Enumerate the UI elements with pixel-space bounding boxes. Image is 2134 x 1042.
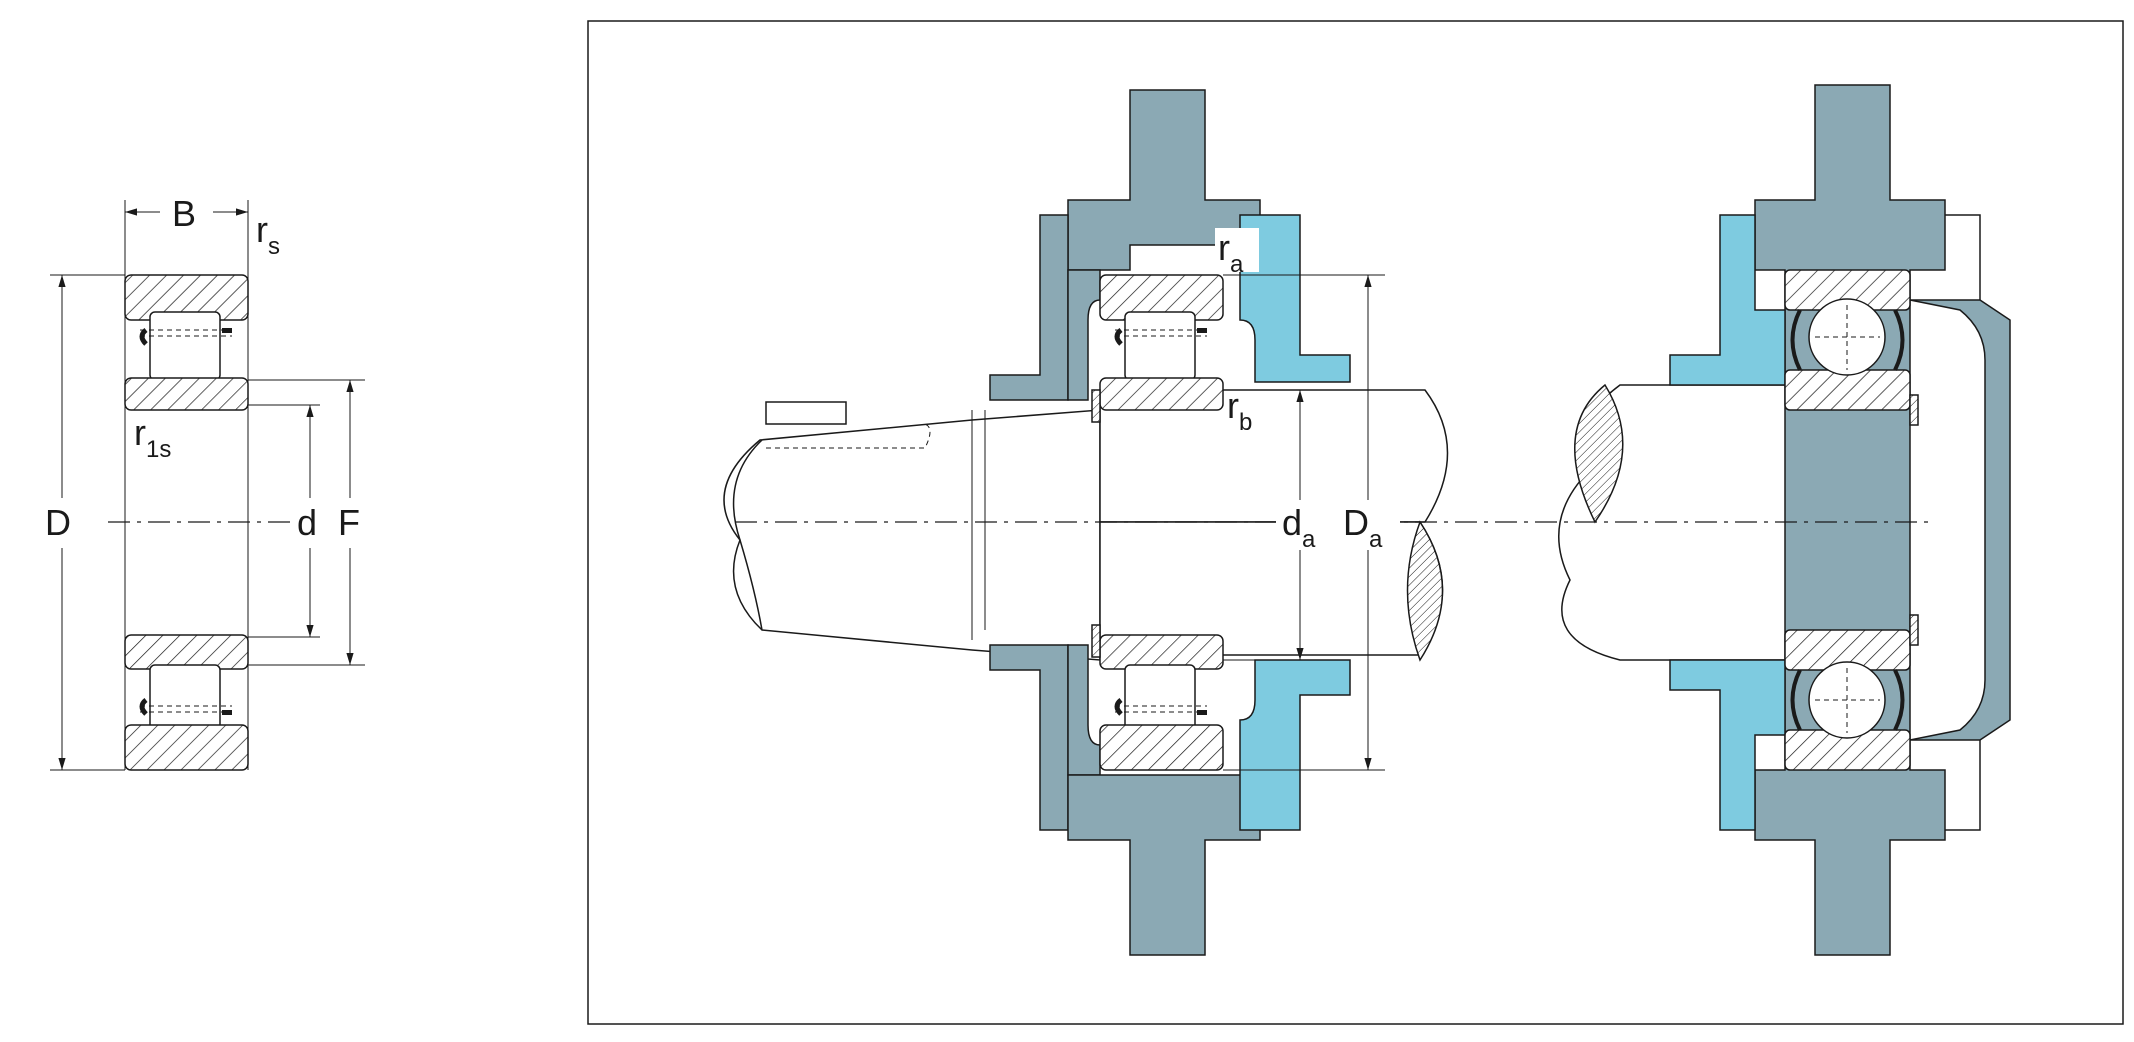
label-D: D — [45, 502, 71, 543]
label-r1s: r1s — [134, 412, 171, 463]
label-F: F — [338, 502, 360, 543]
label-ra: ra — [1218, 227, 1244, 278]
roller-top — [149, 311, 221, 381]
label-rb: rb — [1227, 385, 1252, 436]
label-rs: rs — [256, 209, 280, 260]
label-da: da — [1282, 502, 1316, 553]
bearing-right — [1784, 269, 1919, 771]
mounting-dimensions — [1223, 274, 1385, 771]
snap-ring-bottom — [139, 698, 148, 716]
label-B: B — [172, 193, 196, 234]
housing-left — [989, 89, 1261, 956]
shaft-break-section — [1406, 520, 1444, 662]
cover-left — [1239, 214, 1351, 831]
mounting-panel-frame — [587, 20, 2124, 1025]
bearing-left — [1091, 274, 1224, 771]
outer-ring-bottom — [124, 724, 249, 771]
bearing-section-view: B rs r1s D d F — [45, 193, 365, 771]
snap-ring-top — [139, 328, 148, 346]
housing-right — [1754, 84, 2011, 956]
inner-ring-top — [124, 377, 249, 411]
shaft-key — [765, 401, 847, 425]
roller-bottom — [149, 664, 221, 734]
inner-ring-bottom — [124, 634, 249, 670]
label-d: d — [297, 502, 317, 543]
shaft-left — [723, 389, 1449, 662]
label-Da: Da — [1343, 502, 1383, 553]
